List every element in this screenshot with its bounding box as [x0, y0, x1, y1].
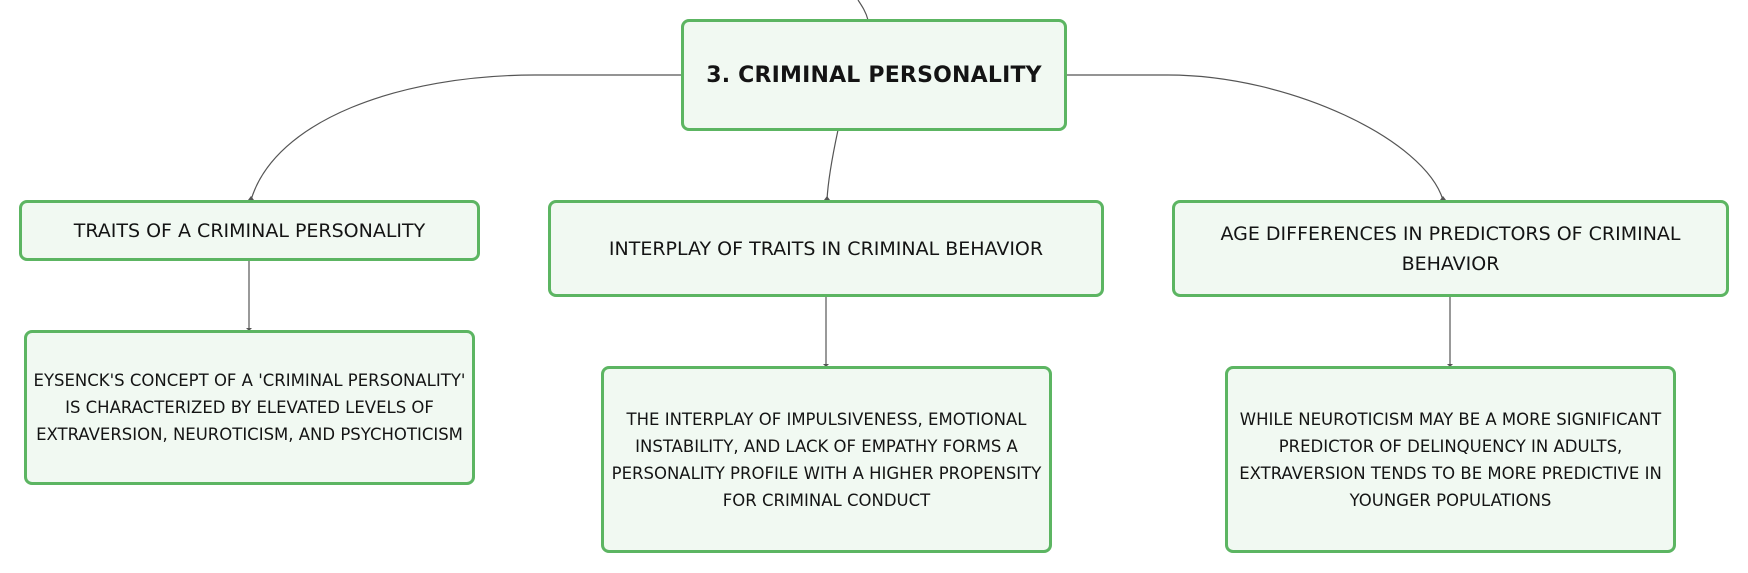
arrowhead-age-detail	[1447, 364, 1453, 367]
branch-node-traits[interactable]: TRAITS OF A CRIMINAL PERSONALITY	[19, 200, 480, 261]
detail-text-traits: EYSENCK'S CONCEPT OF A 'CRIMINAL PERSONA…	[33, 371, 466, 444]
detail-node-interplay[interactable]: THE INTERPLAY OF IMPULSIVENESS, EMOTIONA…	[601, 366, 1052, 553]
arrowhead-age	[1440, 196, 1446, 200]
root-label: 3. CRIMINAL PERSONALITY	[706, 62, 1042, 88]
detail-text-age: WHILE NEUROTICISM MAY BE A MORE SIGNIFIC…	[1239, 409, 1662, 510]
detail-text-interplay: THE INTERPLAY OF IMPULSIVENESS, EMOTIONA…	[611, 409, 1042, 510]
connector-root-to-traits	[250, 74, 681, 201]
detail-node-traits[interactable]: EYSENCK'S CONCEPT OF A 'CRIMINAL PERSONA…	[24, 330, 475, 485]
arrowhead-interplay-detail	[823, 364, 829, 367]
branch-label-age: AGE DIFFERENCES IN PREDICTORS OF CRIMINA…	[1220, 222, 1681, 275]
root-node[interactable]: 3. CRIMINAL PERSONALITY	[681, 19, 1067, 131]
branch-node-interplay[interactable]: INTERPLAY OF TRAITS IN CRIMINAL BEHAVIOR	[548, 200, 1104, 297]
branch-node-age[interactable]: AGE DIFFERENCES IN PREDICTORS OF CRIMINA…	[1172, 200, 1729, 297]
branch-label-interplay: INTERPLAY OF TRAITS IN CRIMINAL BEHAVIOR	[608, 237, 1044, 260]
connector-root-to-interplay	[826, 129, 839, 201]
arrowhead-interplay	[824, 196, 830, 200]
detail-node-age[interactable]: WHILE NEUROTICISM MAY BE A MORE SIGNIFIC…	[1225, 366, 1676, 553]
connector-root-to-age	[1066, 74, 1444, 201]
branch-label-traits: TRAITS OF A CRIMINAL PERSONALITY	[73, 219, 426, 242]
connector-incoming	[857, 0, 869, 21]
arrowhead-traits	[248, 196, 254, 200]
arrowhead-traits-detail	[246, 328, 252, 331]
